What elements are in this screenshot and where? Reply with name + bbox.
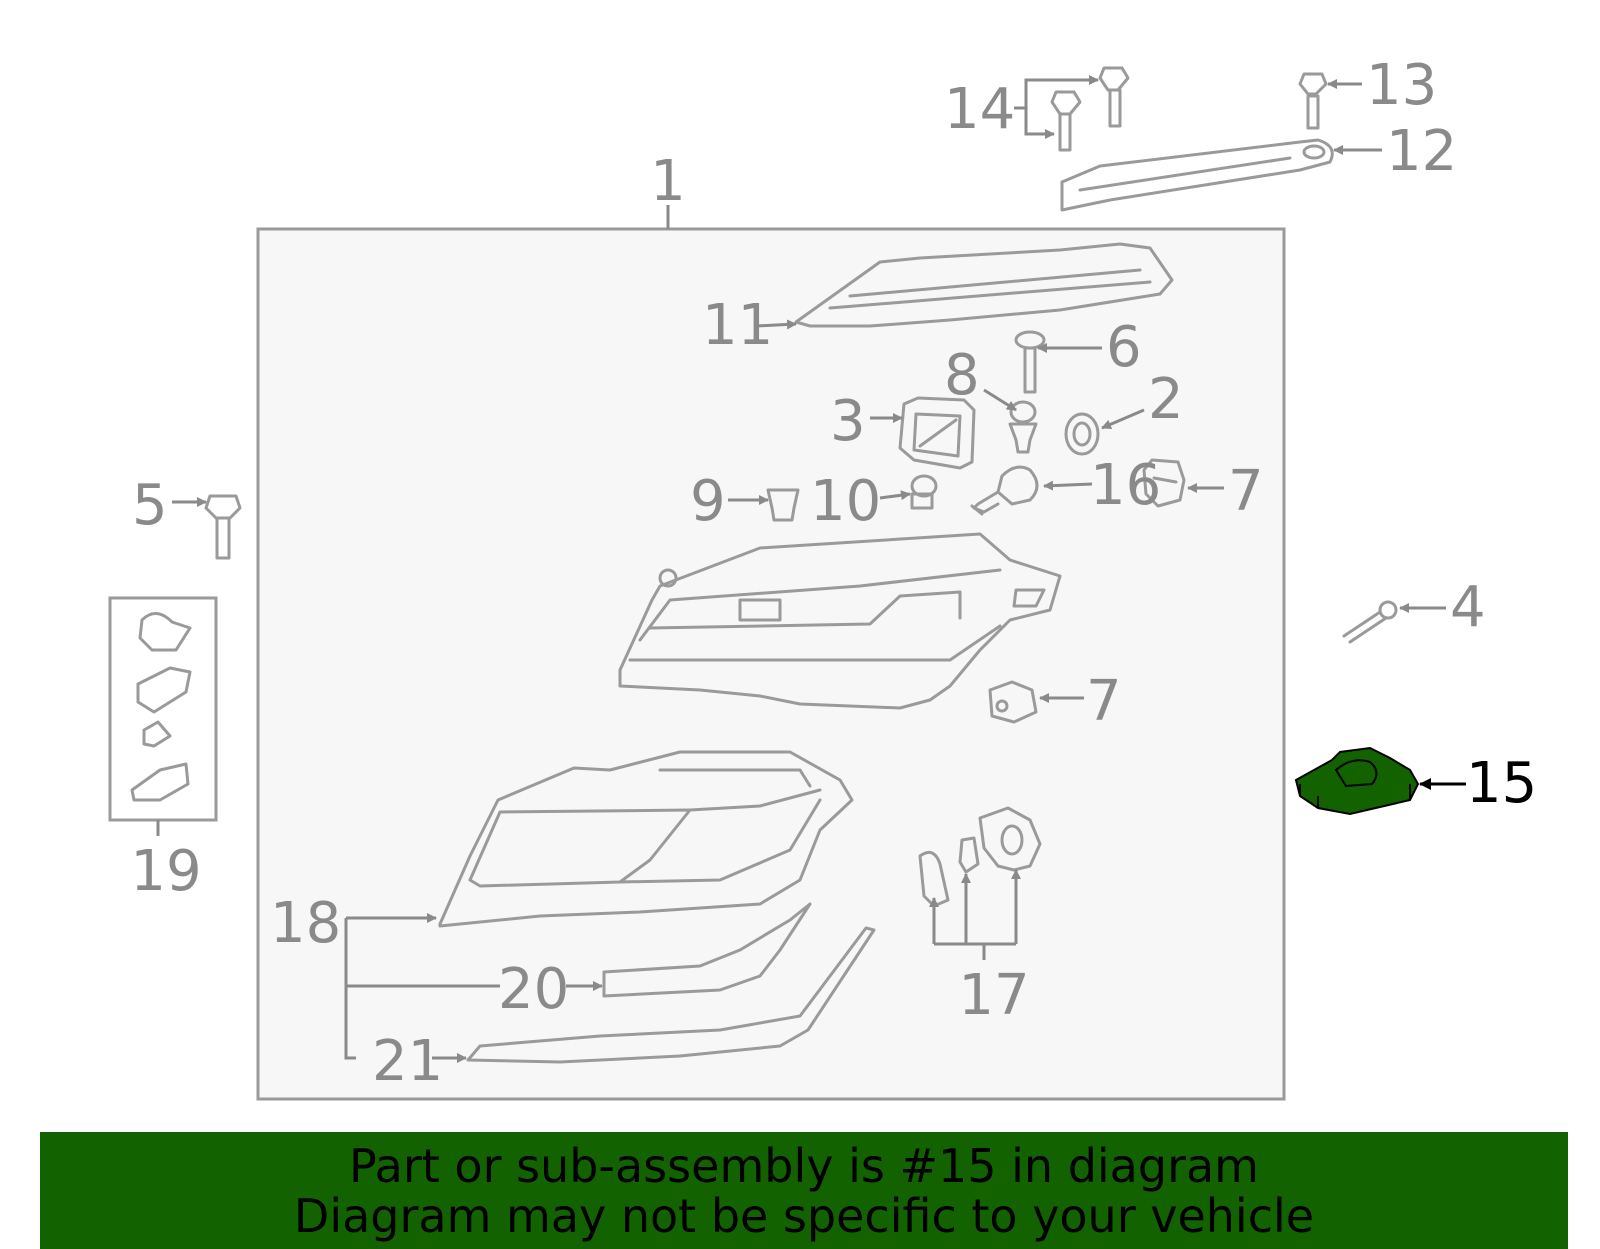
- callout-6: 6: [1106, 315, 1142, 380]
- info-banner: Part or sub-assembly is #15 in diagram D…: [40, 1132, 1568, 1249]
- part-19-repair-kit: [108, 596, 218, 822]
- part-16-bulb: [970, 465, 1039, 516]
- callout-20: 20: [498, 957, 569, 1022]
- callout-5: 5: [132, 473, 168, 538]
- part-17-socket-set: [918, 806, 1042, 908]
- callout-9: 9: [690, 469, 726, 534]
- callout-12: 12: [1386, 119, 1457, 184]
- callout-4: 4: [1450, 575, 1486, 640]
- part-12-bracket: [1060, 138, 1334, 212]
- callout-2: 2: [1148, 367, 1184, 432]
- callout-13: 13: [1366, 53, 1437, 118]
- part-4-screw: [1342, 600, 1398, 644]
- banner-line-2: Diagram may not be specific to your vehi…: [293, 1189, 1315, 1243]
- part-10-bulb: [910, 474, 938, 510]
- callout-21: 21: [372, 1029, 443, 1094]
- part-6-screw: [1014, 330, 1046, 394]
- part-5-bolt: [204, 494, 242, 560]
- callout-3: 3: [830, 389, 866, 454]
- part-20-trim-strip: [602, 902, 812, 998]
- callout-8: 8: [944, 343, 980, 408]
- part-7-upper-clip: [1142, 458, 1186, 508]
- part-11-trim: [794, 242, 1174, 328]
- leader-lines: [156, 75, 1466, 1063]
- part-15-highlighted: [1294, 746, 1420, 816]
- upper-headlamp: [618, 532, 1062, 710]
- callout-14: 14: [944, 77, 1015, 142]
- part-7-lower-clip: [988, 680, 1038, 724]
- part-9-grommet: [766, 488, 800, 522]
- callout-19: 19: [130, 839, 201, 904]
- callout-16: 16: [1090, 453, 1161, 518]
- callout-11: 11: [702, 293, 773, 358]
- callout-1: 1: [650, 149, 686, 214]
- part-21-trim-strip: [466, 926, 876, 1064]
- part-8-clip: [1008, 400, 1038, 454]
- callout-15: 15: [1466, 751, 1537, 816]
- banner-line-1: Part or sub-assembly is #15 in diagram: [349, 1139, 1259, 1193]
- callout-10: 10: [810, 469, 881, 534]
- part-14-bolts: [1050, 66, 1130, 152]
- callout-7-upper: 7: [1228, 459, 1264, 524]
- part-2-seal: [1064, 412, 1100, 456]
- lower-headlamp: [438, 750, 854, 928]
- callout-18: 18: [270, 891, 341, 956]
- callout-17: 17: [958, 963, 1029, 1028]
- callout-7-lower: 7: [1086, 669, 1122, 734]
- part-13-bolt: [1298, 72, 1328, 130]
